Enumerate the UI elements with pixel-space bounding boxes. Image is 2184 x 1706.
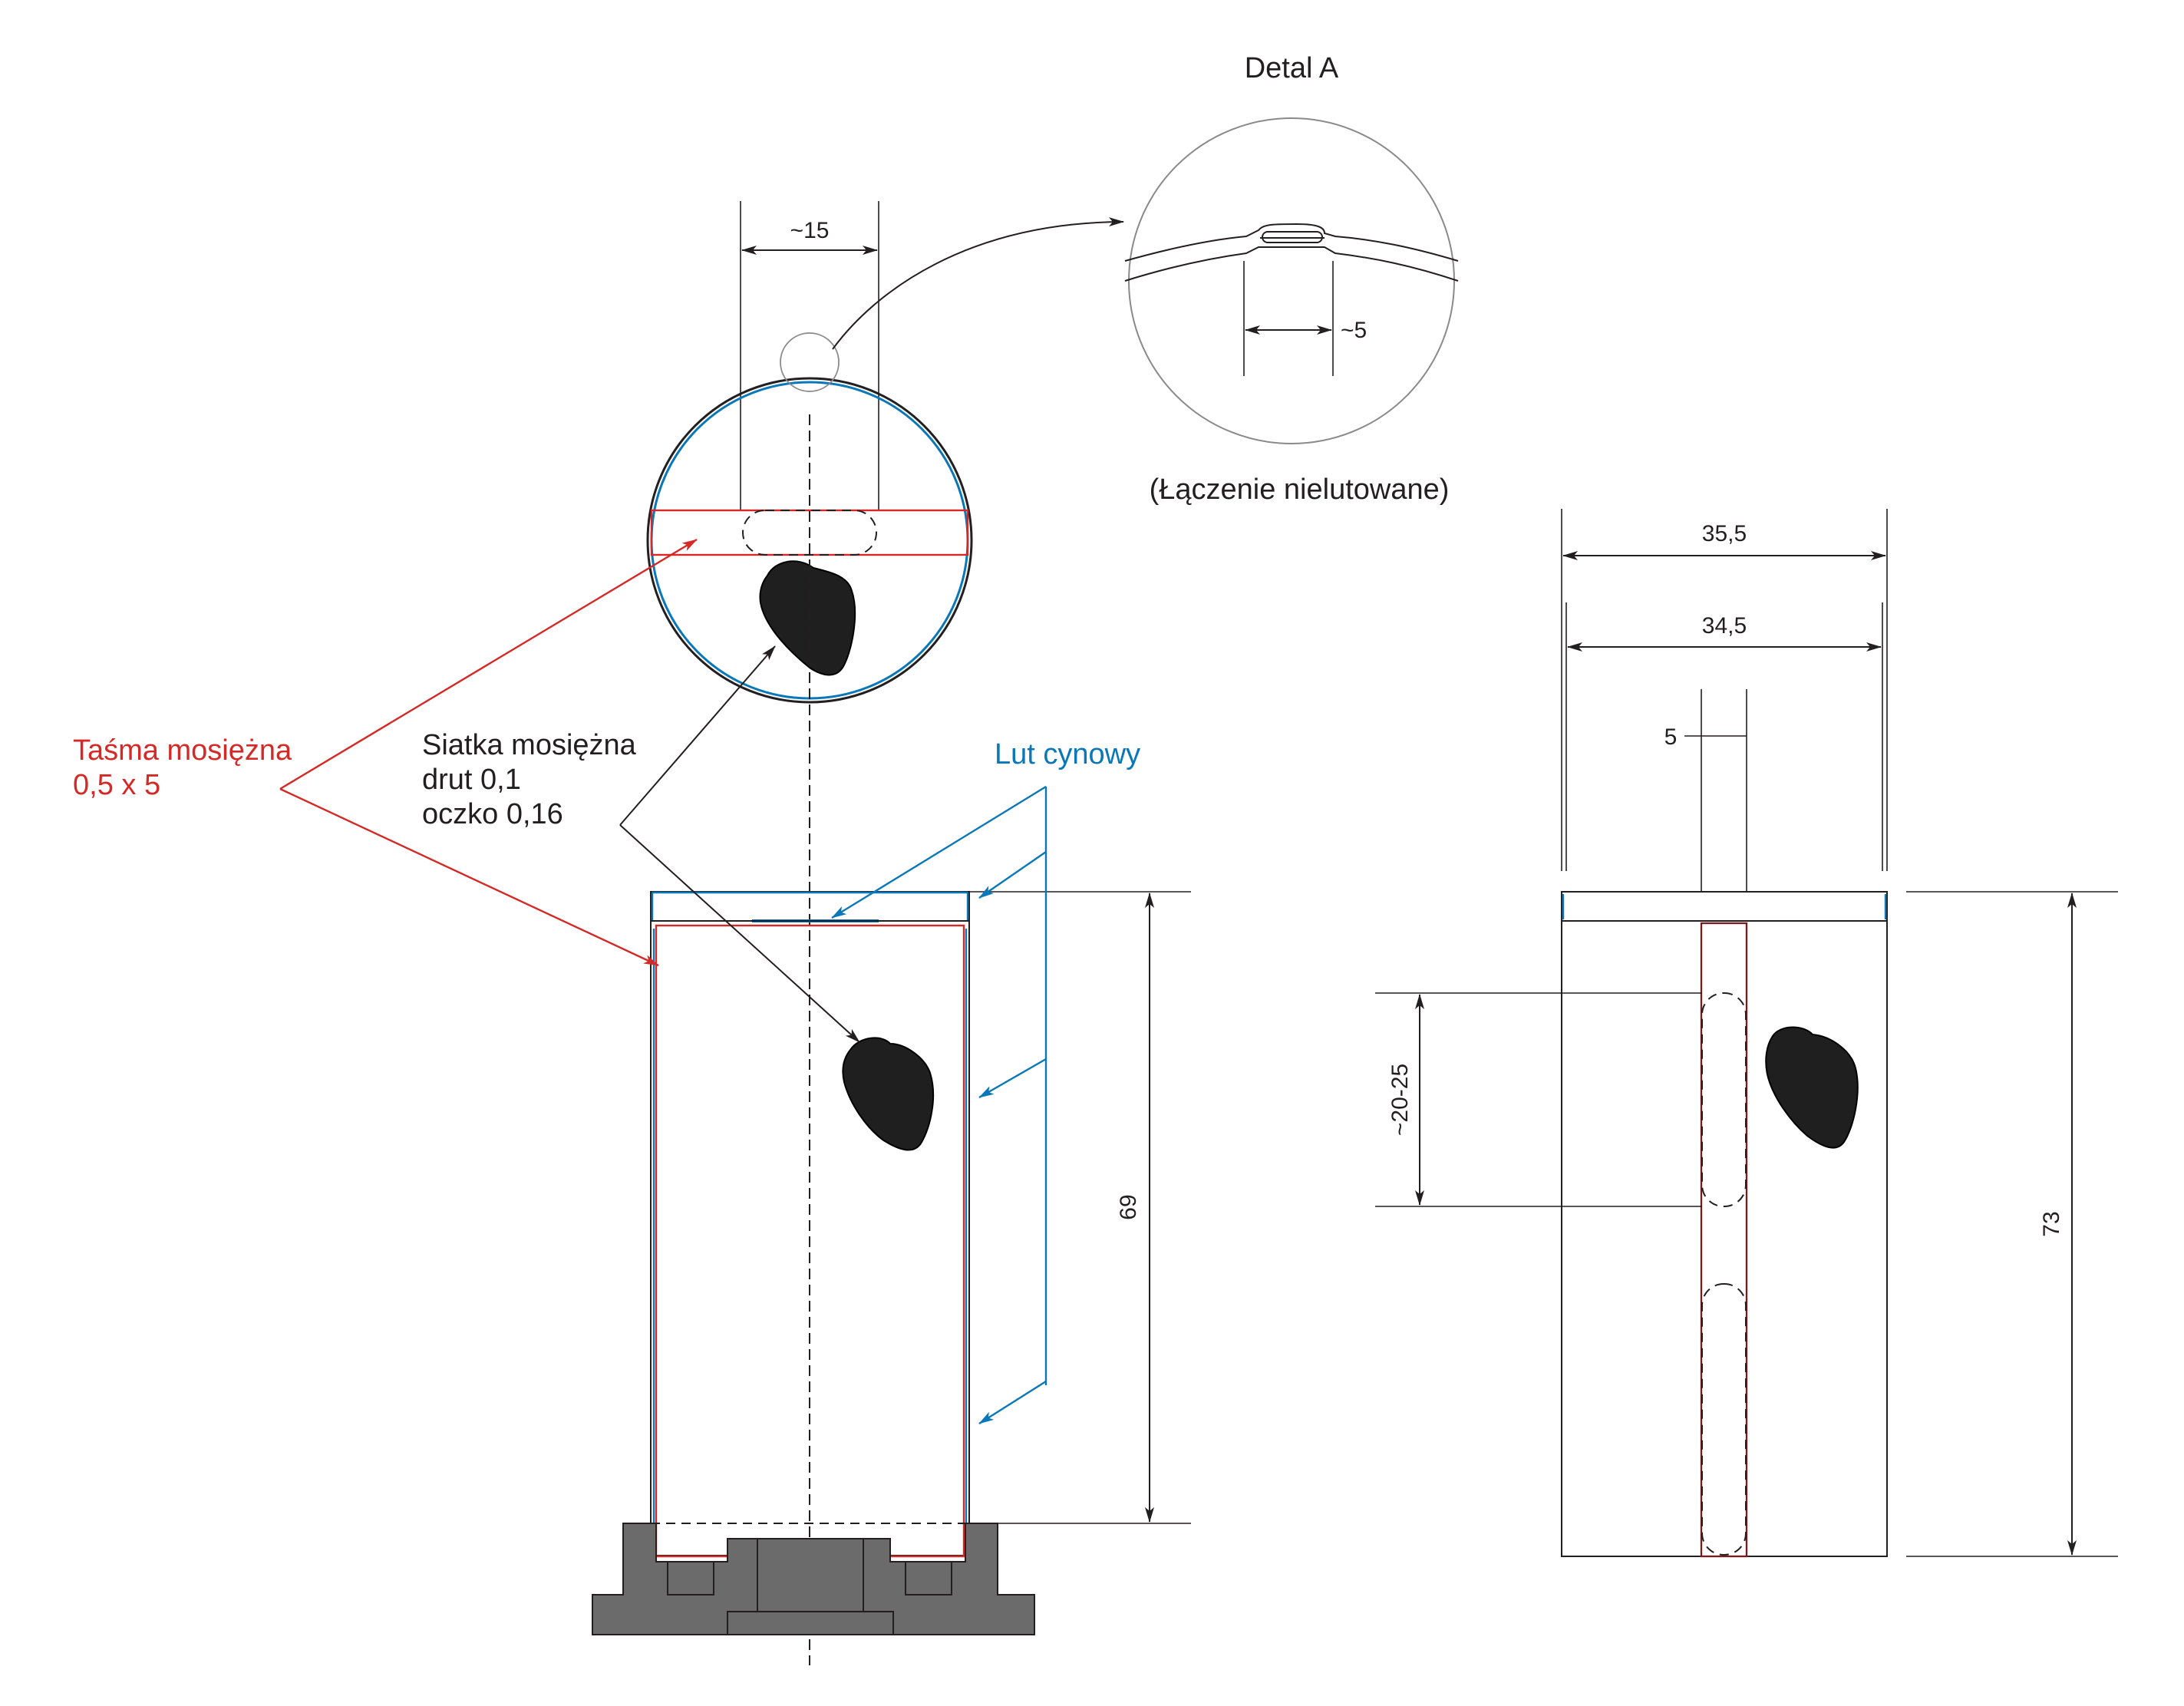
- solder-label: Lut cynowy: [995, 738, 1140, 771]
- brass-strip-label-1: Taśma mosiężna: [73, 734, 292, 767]
- mesh-patch-side: [842, 1037, 935, 1151]
- joint-note: (Łączenie nielutowane): [1150, 474, 1450, 506]
- opening-dim-label: ~15: [790, 218, 830, 243]
- flat-window-2: [1701, 1283, 1747, 1556]
- flat-body: [1561, 920, 1888, 1557]
- base-fitting: [592, 1523, 1035, 1635]
- opening-dimension: ~15: [740, 201, 879, 510]
- detail-a-seam: [1124, 223, 1459, 282]
- side-view: 69: [592, 891, 1191, 1635]
- detail-a-marker: [780, 332, 840, 392]
- brass-strip-callout: Taśma mosiężna 0,5 x 5: [73, 538, 698, 967]
- tube-outer-circle: [646, 377, 973, 704]
- width-outer-label: 35,5: [1702, 521, 1747, 546]
- detail-a-leader: [832, 217, 1124, 350]
- total-height-label: 73: [2039, 1211, 2064, 1236]
- mesh-patch-top: [759, 560, 856, 676]
- detail-a-circle: [1128, 117, 1455, 444]
- seam-dim-label: ~5: [1341, 318, 1367, 343]
- detail-a: Detal A ~5 (Łączenie nielutowane): [1124, 52, 1459, 506]
- mesh-label-2: drut 0,1: [422, 764, 521, 796]
- top-view: ~15: [646, 201, 1124, 704]
- mesh-label-3: oczko 0,16: [422, 798, 563, 830]
- flat-brass-strip: [1700, 922, 1748, 1558]
- solder-callout: Lut cynowy: [831, 738, 1140, 1425]
- mesh-patch-flat: [1765, 1026, 1859, 1149]
- seam-dimension: ~5: [1243, 261, 1367, 376]
- flat-view: 35,5 34,5 5 ~20-25 73: [1375, 509, 2118, 1558]
- detail-a-title: Detal A: [1245, 52, 1339, 84]
- width-inner-label: 34,5: [1702, 613, 1747, 639]
- strip-width-label: 5: [1664, 724, 1678, 750]
- strip-window-dashed: [742, 510, 877, 556]
- height-dim-69-label: 69: [1116, 1194, 1141, 1219]
- flat-flange: [1561, 891, 1888, 922]
- mesh-callout: Siatka mosiężna drut 0,1 oczko 0,16: [422, 645, 860, 1043]
- window-length-label: ~20-25: [1387, 1064, 1413, 1136]
- brass-strip-label-2: 0,5 x 5: [73, 769, 160, 801]
- flat-window-1: [1701, 992, 1747, 1207]
- mesh-label-1: Siatka mosiężna: [422, 729, 637, 761]
